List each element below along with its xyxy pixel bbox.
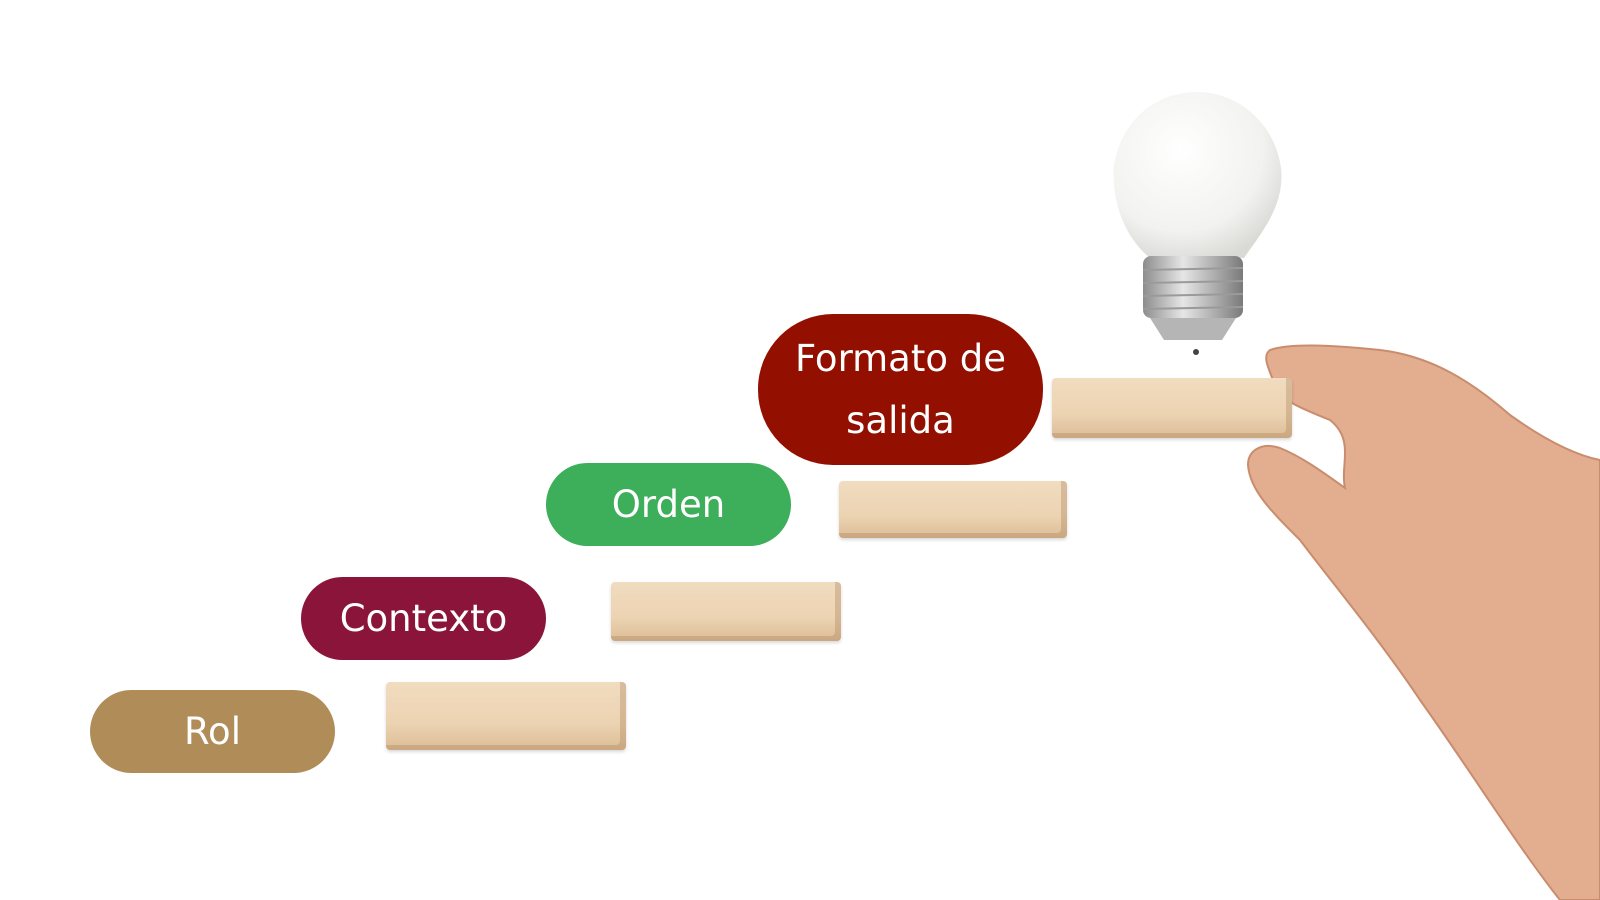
light-bulb-icon (1113, 92, 1282, 355)
step-orden: Orden (546, 463, 791, 546)
step-contexto: Contexto (301, 577, 546, 660)
wood-block-1 (386, 682, 626, 750)
wood-block-4 (1052, 378, 1292, 438)
wood-block-3 (839, 481, 1067, 538)
step-rol: Rol (90, 690, 335, 773)
step-formato-de-salida: Formato de salida (758, 314, 1043, 465)
wood-block-2 (611, 582, 841, 641)
hand-image (1246, 344, 1600, 900)
